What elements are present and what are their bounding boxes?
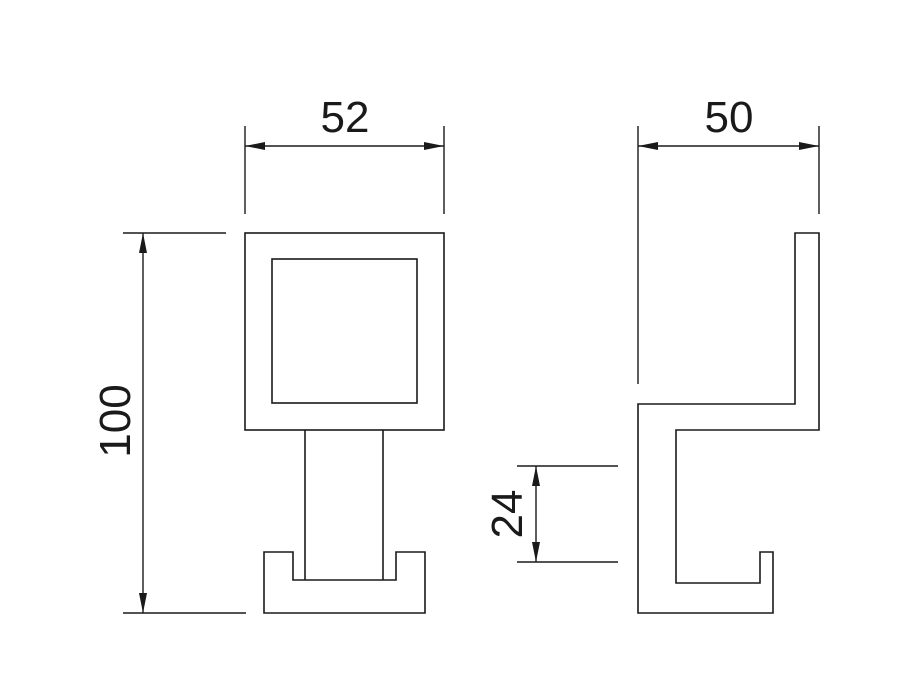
dimension-label-total-height: 100 bbox=[91, 384, 140, 457]
dimension-side-width: 50 bbox=[637, 93, 820, 384]
dimension-front-width: 52 bbox=[244, 93, 445, 214]
front-outer-plate bbox=[244, 232, 445, 431]
front-view bbox=[244, 232, 445, 614]
dimension-label-side-width: 50 bbox=[705, 93, 754, 142]
dimension-label-front-width: 52 bbox=[321, 93, 370, 142]
side-profile bbox=[637, 232, 820, 614]
dimension-label-hook-height: 24 bbox=[483, 490, 532, 539]
dimension-total-height: 100 bbox=[91, 232, 246, 614]
side-view bbox=[637, 232, 820, 614]
front-hook-foot bbox=[263, 551, 426, 614]
dimension-hook-height: 24 bbox=[483, 465, 618, 563]
front-inner-plate bbox=[271, 258, 418, 404]
